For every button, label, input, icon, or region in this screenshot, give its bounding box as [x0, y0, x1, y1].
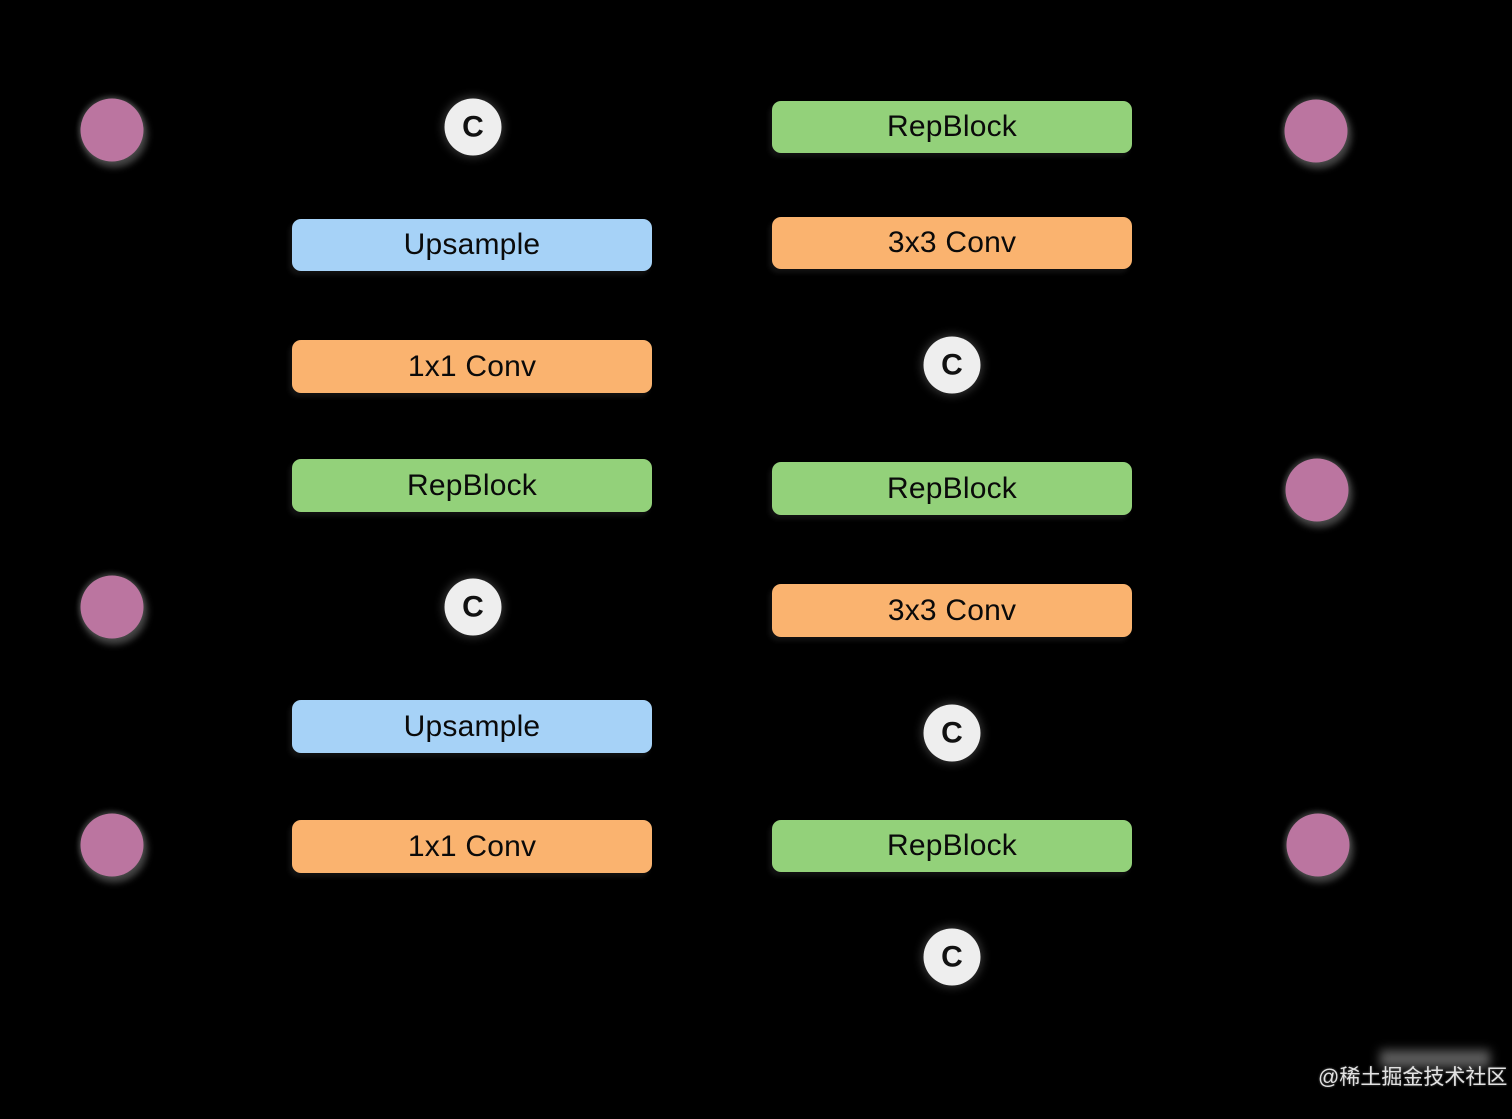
watermark-highlight [1380, 1050, 1490, 1068]
repblock-mid-left-box: RepBlock [292, 459, 652, 512]
concat-4-node: C [923, 704, 981, 762]
concat-label: C [941, 348, 963, 381]
concat-5-node: C [923, 928, 981, 986]
concat-label: C [462, 110, 484, 143]
feature-left-top-circle [80, 98, 144, 162]
conv3x3-1-box: 3x3 Conv [772, 217, 1132, 269]
repblock-bottom-right-box: RepBlock [772, 820, 1132, 872]
conv1x1-2-box: 1x1 Conv [292, 820, 652, 873]
feature-right-bottom-circle [1286, 813, 1350, 877]
upsample-2-box: Upsample [292, 700, 652, 753]
block-label: Upsample [403, 709, 541, 743]
block-label: RepBlock [887, 471, 1017, 505]
concat-label: C [941, 940, 963, 973]
concat-2-node: C [923, 336, 981, 394]
block-label: 1x1 Conv [407, 349, 537, 383]
block-label: 1x1 Conv [407, 829, 537, 863]
repblock-top-right-box: RepBlock [772, 101, 1132, 153]
conv1x1-1-box: 1x1 Conv [292, 340, 652, 393]
feature-left-bottom-circle [80, 813, 144, 877]
block-label: 3x3 Conv [887, 226, 1017, 259]
feature-right-middle-circle [1285, 458, 1349, 522]
repblock-mid-right-box: RepBlock [772, 462, 1132, 515]
feature-left-middle-circle [80, 575, 144, 639]
block-label: Upsample [403, 228, 541, 261]
block-label: RepBlock [887, 110, 1017, 143]
upsample-1-box: Upsample [292, 219, 652, 271]
block-label: 3x3 Conv [887, 593, 1017, 627]
watermark-text: @稀土掘金技术社区 [1318, 1066, 1508, 1089]
concat-1-node: C [444, 98, 502, 156]
concat-label: C [462, 590, 484, 623]
conv3x3-2-box: 3x3 Conv [772, 584, 1132, 637]
concat-label: C [941, 716, 963, 749]
block-label: RepBlock [887, 829, 1017, 862]
feature-right-top-circle [1284, 99, 1348, 163]
concat-3-node: C [444, 578, 502, 636]
block-label: RepBlock [407, 468, 537, 502]
